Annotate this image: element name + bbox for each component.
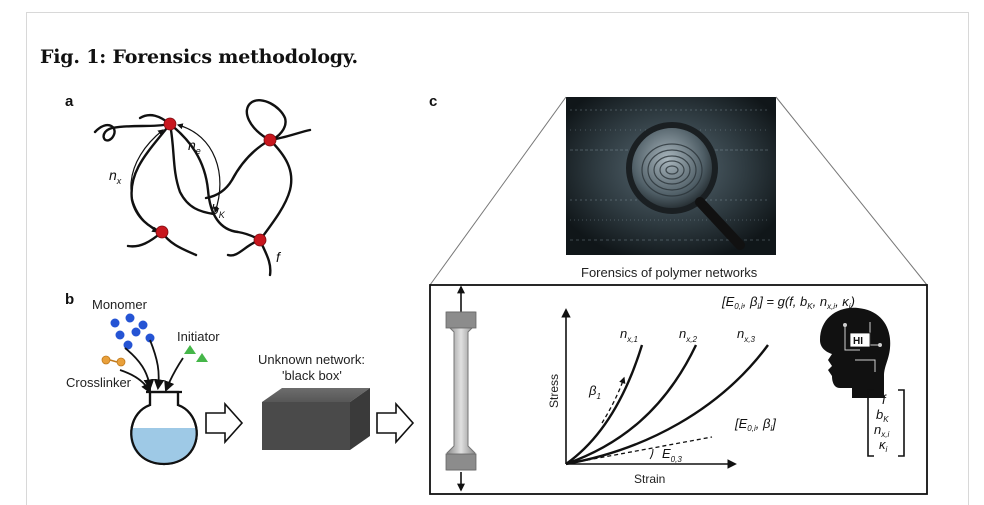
figure-title: Fig. 1: Forensics methodology. [40,46,358,68]
svg-text:nx,3: nx,3 [737,326,755,344]
forensics-photo [566,97,776,255]
monomer-label: Monomer [92,297,148,312]
monomer-dots [110,313,155,350]
initiator-label: Initiator [177,329,220,344]
photo-caption: Forensics of polymer networks [581,265,758,280]
human-intelligence-head-icon: HI [820,307,891,398]
svg-text:f: f [276,249,282,265]
crosslinker-label: Crosslinker [66,375,132,390]
stress-strain-axes [561,308,737,469]
panel-b-label: b [65,291,74,308]
initiator-triangles [184,345,208,362]
panel-c-label: c [429,93,437,110]
stress-strain-curves [565,344,769,466]
input-vector: [E0,i, βi] [734,416,776,433]
panel-a-arrows [130,123,221,233]
black-box-cube [262,388,370,450]
tensile-specimen [445,285,477,492]
reagent-arrows [119,339,184,394]
output-kappa: κi [879,437,888,454]
crosslink-nodes [155,117,277,247]
panel-a-label: a [65,93,74,110]
svg-text:E0,3: E0,3 [662,446,682,464]
unknown-network-label-2: 'black box' [282,368,342,383]
svg-text:ne: ne [188,137,201,156]
panel-a-labels: nx ne bK f [109,137,282,265]
stress-axis-label: Stress [547,374,561,408]
strain-axis-label: Strain [634,472,665,486]
crosslinker-dots [101,355,126,367]
model-equation: [E0,i, βi] = g(f, bK, nx,i, κi) [721,294,855,311]
svg-text:nx: nx [109,167,122,186]
svg-text:β1: β1 [588,383,601,401]
output-f: f [882,392,887,407]
hi-badge-label: HI [853,336,863,347]
unknown-network-label-1: Unknown network: [258,352,365,367]
svg-text:bK: bK [211,201,226,220]
svg-text:nx,1: nx,1 [620,326,638,344]
reaction-flask [130,390,198,466]
svg-text:nx,2: nx,2 [679,326,697,344]
curve-labels: nx,1 nx,2 nx,3 β1 E0,3 [588,326,755,464]
zoom-lines [429,96,928,286]
